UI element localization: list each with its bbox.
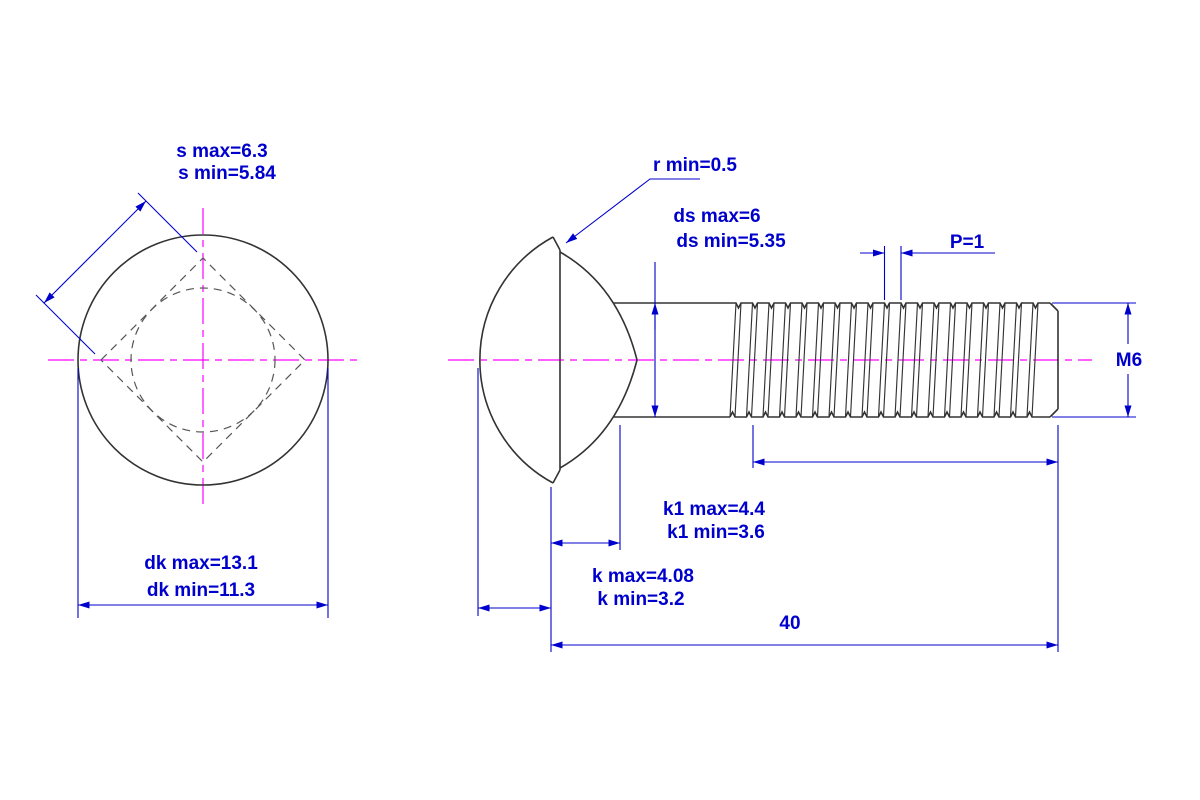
side-view: r min=0.5 ds max=6 ds min=5.35 P=1 M6 k1… <box>448 155 1156 652</box>
s-min-label: s min=5.84 <box>178 163 276 184</box>
s-dimension-line <box>43 200 147 304</box>
shank-outline <box>613 302 730 418</box>
thread-end-chamfer <box>1049 302 1059 418</box>
head-outline-circle <box>77 234 329 486</box>
s-extension-line-1 <box>35 294 96 355</box>
k1-max-label: k1 max=4.4 <box>663 499 765 520</box>
head-face-outline <box>552 236 561 484</box>
dk-min-label: dk min=11.3 <box>147 580 255 601</box>
ds-max-label: ds max=6 <box>673 206 760 227</box>
m6-label: M6 <box>1116 350 1142 371</box>
s-max-label: s max=6.3 <box>176 141 267 162</box>
pitch-label: P=1 <box>950 232 985 253</box>
front-view: s max=6.3 s min=5.84 dk max=13.1 dk min=… <box>35 141 358 618</box>
head-dome-outline <box>479 236 554 484</box>
r-min-label: r min=0.5 <box>653 155 737 176</box>
square-neck-profile <box>559 251 638 469</box>
k-min-label: k min=3.2 <box>597 589 684 610</box>
s-extension-line-2 <box>137 192 198 253</box>
dk-max-label: dk max=13.1 <box>144 553 258 574</box>
thread-bottom-edge <box>729 410 1050 418</box>
k1-min-label: k1 min=3.6 <box>667 522 765 543</box>
thread-top-edge <box>730 302 1050 310</box>
r-min-leader-line <box>565 178 700 244</box>
m6-label-background <box>1102 344 1156 374</box>
square-neck-hidden-outline <box>100 257 306 463</box>
k-max-label: k max=4.08 <box>592 566 694 587</box>
length-label: 40 <box>779 613 800 634</box>
ds-min-label: ds min=5.35 <box>676 231 786 252</box>
thread-flanks <box>729 302 1039 418</box>
neck-hidden-circle <box>130 287 276 433</box>
pitch-extension-lines <box>883 246 902 300</box>
m6-extension-lines <box>1052 302 1136 418</box>
